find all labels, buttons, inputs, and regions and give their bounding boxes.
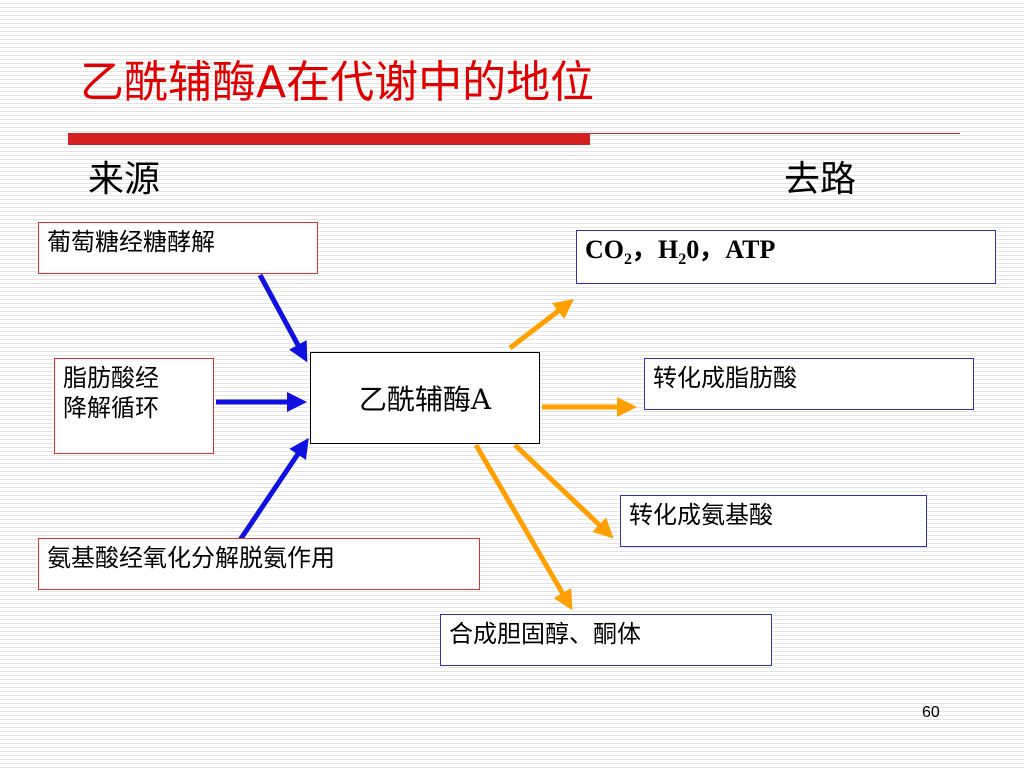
co2-subscript: 2 (624, 251, 632, 269)
destination-aminoacid-label: 转化成氨基酸 (629, 501, 773, 529)
arrow-aminoacid-to-acetylcoa (237, 437, 309, 542)
h2o-text: H (658, 235, 679, 264)
separator-1: ， (632, 235, 659, 264)
source-fattyacid-box: 脂肪酸经 降解循环 (54, 358, 214, 454)
separator-2: ， (699, 235, 726, 264)
slide-title: 乙酰辅酶A在代谢中的地位 (80, 57, 595, 108)
arrow-acetylcoa-to-cholesterol (473, 443, 573, 611)
source-glycolysis-box: 葡萄糖经糖酵解 (38, 222, 318, 274)
destination-aminoacid-box: 转化成氨基酸 (620, 495, 927, 547)
page-number: 60 (922, 704, 940, 721)
h2o-subscript: 2 (678, 251, 687, 269)
destination-cholesterol-label: 合成胆固醇、酮体 (449, 620, 641, 648)
source-aminoacid-label: 氨基酸经氧化分解脱氨作用 (47, 544, 335, 572)
acetyl-coa-node: 乙酰辅酶A (310, 352, 540, 444)
h2o-tail: 0 (686, 235, 700, 264)
arrow-glycolysis-to-acetylcoa (257, 273, 308, 363)
source-fattyacid-line1: 脂肪酸经 (63, 364, 159, 392)
arrow-acetylcoa-to-co2 (508, 298, 574, 350)
source-glycolysis-label: 葡萄糖经糖酵解 (47, 228, 215, 256)
source-aminoacid-box: 氨基酸经氧化分解脱氨作用 (38, 538, 480, 590)
destination-fattyacid-label: 转化成脂肪酸 (653, 364, 797, 392)
co2-text: CO (585, 235, 624, 264)
title-underline-thick (68, 133, 590, 145)
acetyl-coa-label: 乙酰辅酶A (358, 383, 492, 416)
destination-header: 去路 (784, 159, 857, 200)
arrow-acetylcoa-to-aminoacid (513, 443, 614, 539)
source-fattyacid-line2: 降解循环 (63, 394, 159, 422)
destination-co2-box: CO2，H20，ATP (576, 230, 996, 284)
atp-text: ATP (725, 235, 776, 264)
destination-fattyacid-box: 转化成脂肪酸 (644, 358, 974, 410)
destination-cholesterol-box: 合成胆固醇、酮体 (440, 614, 772, 666)
source-header: 来源 (88, 159, 161, 200)
